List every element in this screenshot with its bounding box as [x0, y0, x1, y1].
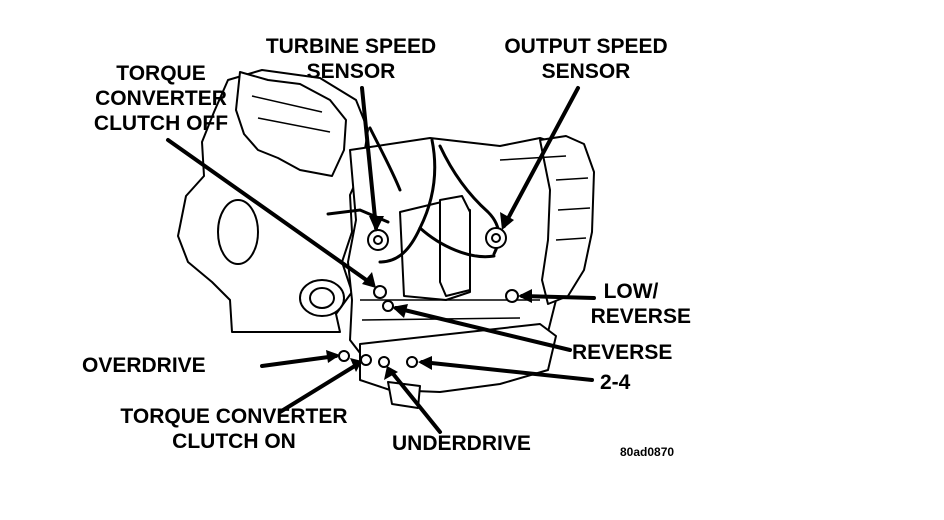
reverse-label: REVERSE — [572, 341, 673, 364]
tcc-off-label: TORQUE CONVERTER CLUTCH OFF — [80, 61, 242, 136]
tcc-on-label: TORQUE CONVERTER CLUTCH ON — [100, 404, 368, 454]
leader-lines — [166, 86, 596, 434]
low-reverse-label: LOW/ REVERSE — [571, 279, 691, 329]
underdrive-tap — [378, 356, 390, 368]
solenoid-block — [439, 195, 471, 297]
figure-code: 80ad0870 — [620, 445, 675, 459]
tcc-off-line3: CLUTCH OFF — [93, 112, 229, 135]
overdrive-label: OVERDRIVE — [82, 354, 206, 377]
low-reverse-line1: LOW/ — [603, 280, 659, 303]
leader-tcc-on — [278, 362, 360, 414]
pan-tab — [387, 381, 421, 409]
arrowheads — [326, 212, 532, 380]
leader-output — [502, 86, 580, 228]
tcc-off-line1: TORQUE — [116, 62, 206, 85]
turbine-speed-sensor-label: TURBINE SPEED SENSOR — [246, 34, 456, 84]
turbine-speed-sensor-line1: TURBINE SPEED — [265, 35, 437, 58]
leader-low-reverse — [520, 294, 596, 300]
tcc-on-line2: CLUTCH ON — [172, 430, 296, 453]
reverse-tap — [382, 300, 394, 312]
oil-pan — [359, 323, 557, 393]
underdrive-label: UNDERDRIVE — [392, 432, 531, 455]
low-reverse-tap — [505, 289, 519, 303]
leader-overdrive — [260, 354, 338, 368]
turbine-speed-sensor-line2: SENSOR — [306, 60, 396, 83]
output-speed-sensor-line1: OUTPUT SPEED — [504, 35, 668, 58]
overdrive-tap — [338, 350, 350, 362]
tcc-off-line2: CONVERTER — [95, 87, 227, 110]
bell-cavity — [217, 199, 259, 265]
leader-turbine — [360, 86, 378, 230]
low-reverse-line2: REVERSE — [590, 305, 691, 328]
two-four-label: 2-4 — [600, 371, 631, 394]
output-speed-sensor-line2: SENSOR — [541, 60, 631, 83]
tcc-on-line1: TORQUE CONVERTER — [120, 405, 348, 428]
leader-two-four — [420, 360, 594, 382]
output-speed-sensor-label: OUTPUT SPEED SENSOR — [484, 34, 688, 84]
tcc-off-tap — [373, 285, 387, 299]
leader-tcc-off — [166, 138, 374, 286]
leader-underdrive — [388, 368, 442, 434]
two-four-tap — [406, 356, 418, 368]
leader-reverse — [394, 306, 572, 352]
tcc-on-tap — [360, 354, 372, 366]
